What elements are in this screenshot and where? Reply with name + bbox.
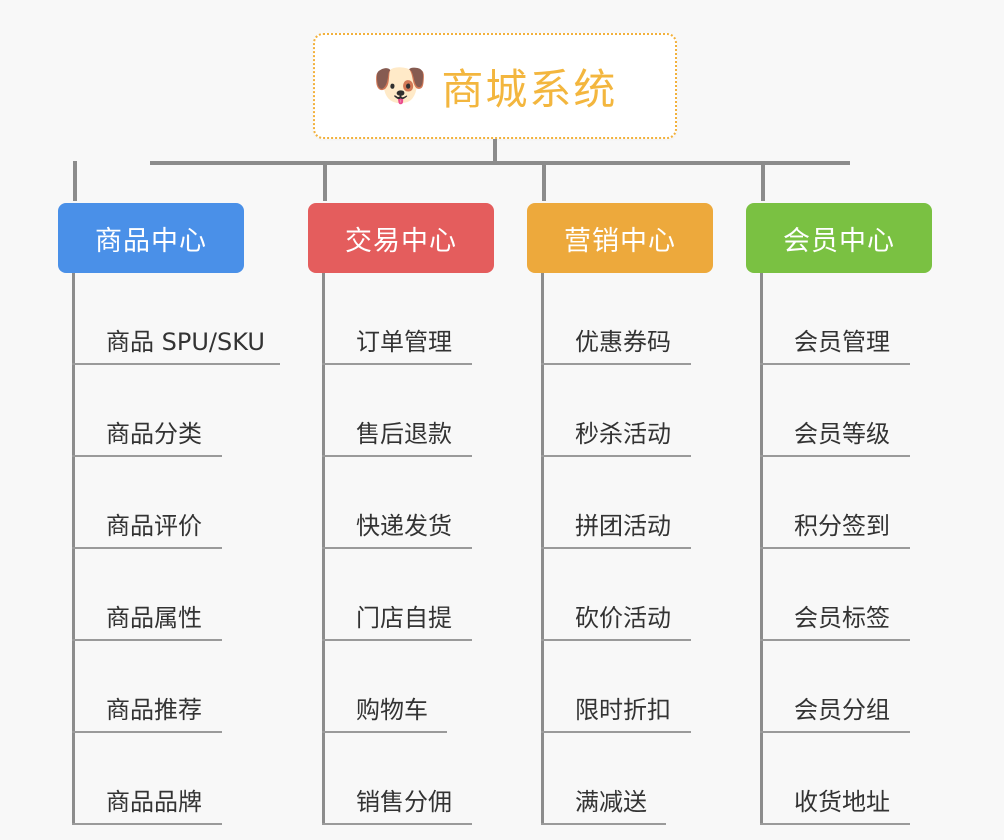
leaf-item[interactable]: 满减送: [541, 733, 666, 825]
leaf-item[interactable]: 商品评价: [72, 457, 222, 549]
leaf-item-label: 订单管理: [356, 328, 452, 356]
category-label: 商品中心: [95, 225, 207, 257]
leaf-item-label: 收货地址: [794, 788, 890, 816]
leaf-item-label: 商品推荐: [106, 696, 202, 724]
leaf-item[interactable]: 快递发货: [322, 457, 472, 549]
category-label: 会员中心: [783, 225, 895, 257]
leaf-item-underline: [541, 547, 691, 549]
leaf-item-underline: [541, 731, 691, 733]
leaf-item[interactable]: 商品 SPU/SKU: [72, 273, 280, 365]
leaf-item-underline: [322, 547, 472, 549]
leaf-item[interactable]: 拼团活动: [541, 457, 691, 549]
leaf-item-label: 商品评价: [106, 512, 202, 540]
leaf-item-underline: [72, 455, 222, 457]
branch-spine: [322, 273, 325, 825]
leaf-item[interactable]: 购物车: [322, 641, 447, 733]
leaf-item-label: 购物车: [356, 696, 428, 724]
leaf-item[interactable]: 商品属性: [72, 549, 222, 641]
category-box-4[interactable]: 会员中心: [746, 203, 932, 273]
leaf-item-underline: [322, 639, 472, 641]
leaf-item-label: 商品 SPU/SKU: [106, 328, 265, 356]
drop-connector-1: [73, 161, 77, 201]
leaf-item-underline: [760, 731, 910, 733]
leaf-item-label: 会员等级: [794, 420, 890, 448]
branch-spine: [760, 273, 763, 825]
leaf-item[interactable]: 会员分组: [760, 641, 910, 733]
leaf-item-label: 积分签到: [794, 512, 890, 540]
leaf-item[interactable]: 会员标签: [760, 549, 910, 641]
branch-spine: [72, 273, 75, 825]
leaf-item-label: 会员分组: [794, 696, 890, 724]
leaf-item-underline: [72, 639, 222, 641]
leaf-item-label: 销售分佣: [356, 788, 452, 816]
leaf-item[interactable]: 商品品牌: [72, 733, 222, 825]
branch-spine: [541, 273, 544, 825]
leaf-item[interactable]: 收货地址: [760, 733, 910, 825]
leaf-item[interactable]: 砍价活动: [541, 549, 691, 641]
leaf-item-label: 秒杀活动: [575, 420, 671, 448]
drop-connector-2: [323, 161, 327, 201]
leaf-item-label: 快递发货: [356, 512, 452, 540]
leaf-item-underline: [760, 455, 910, 457]
drop-connector-3: [542, 161, 546, 201]
leaf-item-underline: [541, 455, 691, 457]
root-node-content: 🐶 商城系统: [373, 56, 618, 117]
leaf-item-underline: [322, 823, 472, 825]
root-node[interactable]: 🐶 商城系统: [313, 33, 677, 139]
leaf-item-underline: [322, 363, 472, 365]
leaf-item[interactable]: 商品推荐: [72, 641, 222, 733]
leaf-item-underline: [72, 731, 222, 733]
leaf-item-label: 门店自提: [356, 604, 452, 632]
leaf-item[interactable]: 商品分类: [72, 365, 222, 457]
leaf-item[interactable]: 售后退款: [322, 365, 472, 457]
leaf-item-underline: [760, 639, 910, 641]
leaf-item-underline: [72, 547, 222, 549]
leaf-item[interactable]: 优惠券码: [541, 273, 691, 365]
leaf-item-label: 优惠券码: [575, 328, 671, 356]
leaf-item-underline: [72, 823, 222, 825]
leaf-item[interactable]: 会员管理: [760, 273, 910, 365]
dog-face-icon: 🐶: [372, 61, 428, 110]
category-box-2[interactable]: 交易中心: [308, 203, 494, 273]
leaf-item-label: 砍价活动: [575, 604, 671, 632]
leaf-item-underline: [72, 363, 280, 365]
leaf-item-underline: [760, 823, 910, 825]
root-title: 商城系统: [441, 64, 618, 114]
leaf-item-label: 会员管理: [794, 328, 890, 356]
leaf-item-label: 限时折扣: [575, 696, 671, 724]
category-box-3[interactable]: 营销中心: [527, 203, 713, 273]
category-label: 交易中心: [345, 225, 457, 257]
leaf-item-underline: [322, 731, 447, 733]
root-stem-connector: [493, 139, 497, 164]
category-label: 营销中心: [564, 225, 676, 257]
leaf-item[interactable]: 会员等级: [760, 365, 910, 457]
drop-connector-4: [761, 161, 765, 201]
leaf-item[interactable]: 限时折扣: [541, 641, 691, 733]
leaf-item-underline: [322, 455, 472, 457]
leaf-item[interactable]: 门店自提: [322, 549, 472, 641]
leaf-item[interactable]: 销售分佣: [322, 733, 472, 825]
horizontal-bus-connector: [150, 161, 850, 165]
leaf-item-label: 满减送: [575, 788, 647, 816]
category-box-1[interactable]: 商品中心: [58, 203, 244, 273]
leaf-item-underline: [760, 363, 910, 365]
leaf-item-label: 会员标签: [794, 604, 890, 632]
leaf-item-underline: [541, 639, 691, 641]
leaf-item-underline: [541, 823, 666, 825]
leaf-item[interactable]: 秒杀活动: [541, 365, 691, 457]
leaf-item-label: 售后退款: [356, 420, 452, 448]
leaf-item-label: 商品品牌: [106, 788, 202, 816]
leaf-item-label: 商品属性: [106, 604, 202, 632]
leaf-item-underline: [541, 363, 691, 365]
leaf-item[interactable]: 订单管理: [322, 273, 472, 365]
leaf-item-label: 拼团活动: [575, 512, 671, 540]
leaf-item-label: 商品分类: [106, 420, 202, 448]
leaf-item-underline: [760, 547, 910, 549]
leaf-item[interactable]: 积分签到: [760, 457, 910, 549]
